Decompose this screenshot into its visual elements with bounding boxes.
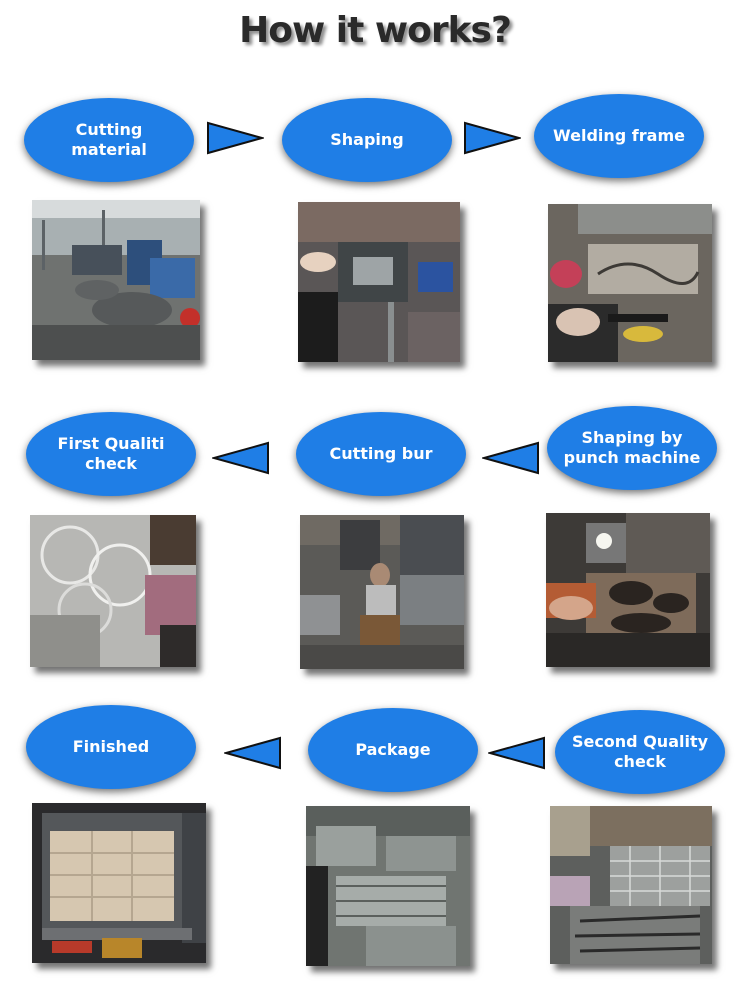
step-label: Cutting material [71, 120, 147, 159]
step-welding-frame: Welding frame [534, 94, 704, 178]
step-label: Cutting bur [329, 444, 433, 463]
step-label: Package [355, 740, 431, 759]
step-cutting-material: Cutting material [24, 98, 194, 182]
step-label: Second Quality check [571, 732, 709, 771]
second-check-photo [550, 806, 712, 964]
shaping-photo [298, 202, 460, 362]
step-first-quality-check: First Qualiti check [26, 412, 196, 496]
arrow-left-icon [488, 736, 546, 770]
step-label: Welding frame [553, 126, 685, 145]
cutting-bur-photo [300, 515, 464, 669]
step-shaping: Shaping [282, 98, 452, 182]
cutting-machines-photo [32, 200, 200, 360]
step-label: Shaping [330, 130, 404, 149]
package-photo [306, 806, 470, 966]
step-label: Shaping by punch machine [563, 428, 701, 467]
step-second-quality-check: Second Quality check [555, 710, 725, 794]
arrow-left-icon [212, 441, 270, 475]
arrow-right-icon [463, 121, 521, 155]
step-cutting-bur: Cutting bur [296, 412, 466, 496]
page-title: How it works? [239, 10, 512, 51]
welding-photo [548, 204, 712, 362]
quality-check-photo [30, 515, 196, 667]
arrow-right-icon [206, 121, 264, 155]
truck-loading-photo [32, 803, 206, 963]
step-package: Package [308, 708, 478, 792]
step-finished: Finished [26, 705, 196, 789]
arrow-left-icon [482, 441, 540, 475]
step-label: First Qualiti check [57, 434, 165, 473]
arrow-left-icon [224, 736, 282, 770]
step-shaping-by-punch-machine: Shaping by punch machine [547, 406, 717, 490]
punch-machine-photo [546, 513, 710, 667]
step-label: Finished [72, 737, 150, 756]
